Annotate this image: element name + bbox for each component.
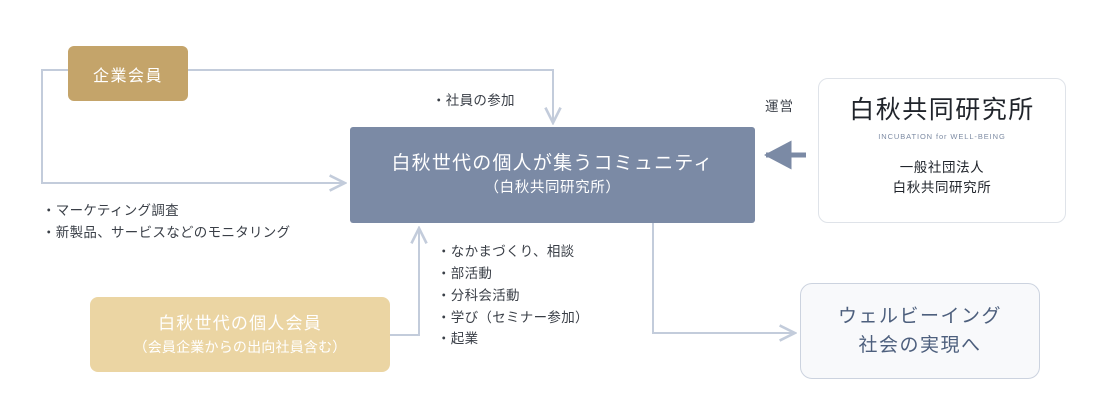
wire-individual-to-community bbox=[390, 229, 419, 336]
institute-logo-wordmark: 白秋共同研究所 bbox=[849, 97, 1035, 124]
node-corporate-member[interactable]: 企業会員 bbox=[68, 46, 188, 101]
node-individual-member[interactable]: 白秋世代の個人会員 （会員企業からの出向社員含む） bbox=[90, 297, 390, 372]
node-institute-panel[interactable]: 白秋共同研究所 INCUBATION for WELL-BEING 一般社団法人… bbox=[818, 78, 1066, 223]
community-title: 白秋世代の個人が集うコミュニティ bbox=[391, 152, 714, 174]
node-community[interactable]: 白秋世代の個人が集うコミュニティ （白秋共同研究所） bbox=[350, 127, 755, 223]
institute-logo-tagline: INCUBATION for WELL-BEING bbox=[878, 131, 1006, 141]
caption-community-activities: ・なかまづくり、相談 ・部活動 ・分科会活動 ・学び（セミナー参加） ・起業 bbox=[437, 244, 589, 347]
caption-operation: 運営 bbox=[765, 99, 794, 114]
node-wellbeing[interactable]: ウェルビーイング 社会の実現へ bbox=[800, 283, 1040, 379]
community-subtitle: （白秋共同研究所） bbox=[484, 180, 621, 197]
wellbeing-line2: 社会の実現へ bbox=[858, 335, 982, 356]
institute-corp-name: 白秋共同研究所 bbox=[892, 180, 992, 196]
individual-member-subtitle: （会員企業からの出向社員含む） bbox=[133, 338, 347, 355]
wellbeing-line1: ウェルビーイング bbox=[837, 305, 1002, 327]
wire-community-to-wellbeing bbox=[652, 223, 794, 333]
corporate-member-label: 企業会員 bbox=[92, 67, 163, 85]
caption-employee-participation: ・社員の参加 bbox=[432, 93, 515, 108]
institute-corp-type: 一般社団法人 bbox=[899, 159, 985, 175]
individual-member-title: 白秋世代の個人会員 bbox=[158, 314, 322, 334]
caption-marketing-research: ・マーケティング調査 ・新製品、サービスなどのモニタリング bbox=[42, 203, 291, 240]
